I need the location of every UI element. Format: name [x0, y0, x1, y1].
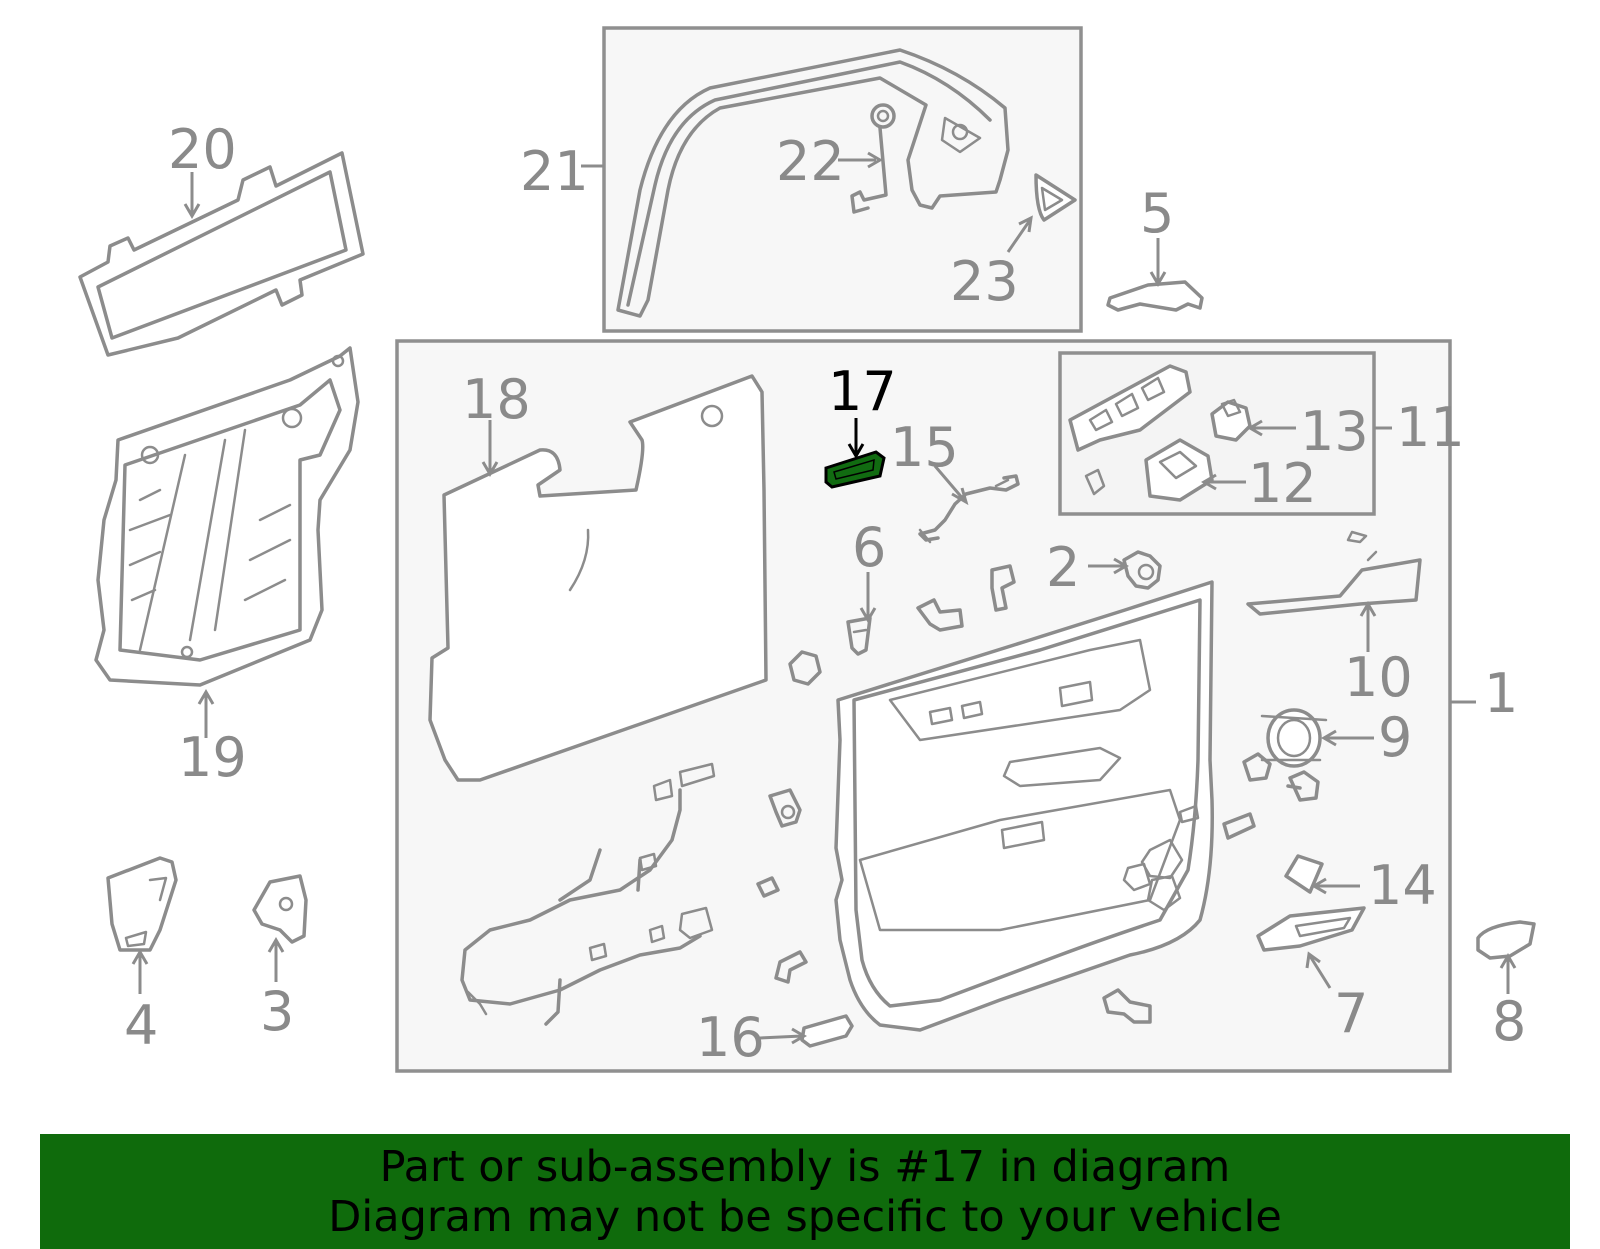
leader-17	[847, 418, 865, 459]
callout-8: 8	[1492, 990, 1526, 1053]
callout-6: 6	[852, 516, 886, 579]
screw-a	[916, 598, 964, 632]
part-2-push-pin[interactable]	[1122, 550, 1162, 590]
part-17-highlighted[interactable]	[824, 450, 886, 489]
part-16-block[interactable]	[800, 1014, 854, 1048]
part-22-tweeter[interactable]	[850, 103, 896, 214]
callout-20: 20	[168, 118, 237, 181]
part-21-pillar-trim[interactable]	[616, 48, 1010, 318]
callout-22: 22	[776, 130, 845, 193]
callout-1: 1	[1484, 662, 1518, 725]
callout-12: 12	[1248, 452, 1317, 515]
clip-c	[1222, 812, 1256, 840]
screw-b	[990, 564, 1016, 612]
part-18-water-shield[interactable]	[428, 374, 768, 782]
part-7-inner-handle[interactable]	[1256, 906, 1366, 952]
callout-2: 2	[1046, 536, 1080, 599]
callout-23: 23	[950, 250, 1019, 313]
part-1-door-trim-panel[interactable]	[834, 580, 1214, 1032]
callout-18: 18	[462, 368, 531, 431]
screw-c	[774, 950, 808, 984]
part-19-carrier[interactable]	[94, 346, 360, 687]
callout-14: 14	[1368, 854, 1437, 917]
part-5-cover[interactable]	[1106, 280, 1204, 312]
callout-15: 15	[890, 416, 959, 479]
callout-9: 9	[1378, 706, 1412, 769]
callout-4: 4	[124, 994, 158, 1057]
callout-3: 3	[260, 980, 294, 1043]
banner-line-1: Part or sub-assembly is #17 in diagram	[379, 1142, 1231, 1192]
part-14-pad[interactable]	[1284, 854, 1324, 894]
callout-11: 11	[1396, 396, 1465, 459]
leader-lines	[131, 151, 1517, 1045]
nut-a	[788, 650, 822, 686]
nut-b	[1242, 752, 1272, 782]
callout-5: 5	[1140, 182, 1174, 245]
screw-d	[1102, 988, 1152, 1024]
info-banner: Part or sub-assembly is #17 in diagram D…	[40, 1134, 1570, 1249]
part-13-lock-switch[interactable]	[1210, 398, 1252, 442]
banner-line-2: Diagram may not be specific to your vehi…	[328, 1192, 1282, 1242]
callout-17: 17	[828, 360, 897, 423]
small-clip-a	[756, 876, 780, 898]
part-12-window-switch[interactable]	[1144, 438, 1214, 502]
callout-10: 10	[1344, 646, 1413, 709]
callout-13: 13	[1300, 400, 1369, 463]
part-20-panel[interactable]	[78, 151, 365, 357]
callout-7: 7	[1334, 982, 1368, 1045]
part-10-handle-bezel[interactable]	[1246, 530, 1422, 616]
part-9-speaker[interactable]	[1260, 708, 1328, 768]
part-11-switch-bezel[interactable]	[1068, 364, 1192, 496]
part-23-corner-cap[interactable]	[1034, 173, 1077, 222]
screw-e	[1286, 770, 1320, 802]
part-3-hinge-bracket[interactable]	[252, 874, 308, 944]
callout-21: 21	[520, 140, 589, 203]
callout-19: 19	[178, 726, 247, 789]
push-pin-b	[768, 788, 802, 828]
wire-harness	[460, 762, 716, 1026]
part-8-cap[interactable]	[1476, 920, 1536, 960]
callout-16: 16	[696, 1006, 765, 1069]
part-4-bracket[interactable]	[106, 856, 178, 952]
